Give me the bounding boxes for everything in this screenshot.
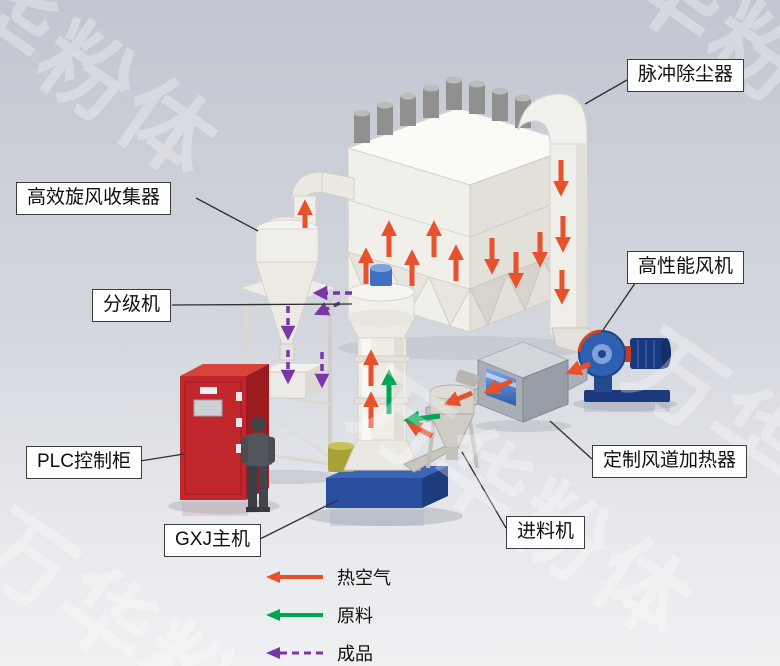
hot-air-arrows	[296, 160, 591, 439]
finished-product-arrow-icon	[266, 647, 323, 659]
legend-item-hot-air: 热空气	[263, 564, 391, 590]
label-feeder: 进料机	[506, 516, 586, 549]
legend: 热空气 原料 成品	[263, 564, 391, 666]
fan-graphic	[551, 327, 671, 402]
legend-label-finished-product: 成品	[337, 644, 373, 664]
feeder-graphic	[403, 369, 479, 473]
leader-lines	[139, 79, 639, 540]
label-main-machine: GXJ主机	[164, 524, 261, 557]
cyclone-graphic	[255, 171, 355, 399]
label-pulse-dust-collector: 脉冲除尘器	[627, 59, 745, 92]
label-cyclone-collector: 高效旋风收集器	[16, 182, 172, 215]
hot-air-arrow-icon	[266, 571, 323, 583]
label-plc-cabinet: PLC控制柜	[26, 446, 142, 479]
label-duct-heater: 定制风道加热器	[592, 445, 748, 478]
legend-item-finished-product: 成品	[263, 640, 391, 666]
classifier-graphic	[347, 264, 415, 327]
legend-label-raw-material: 原料	[337, 606, 373, 626]
legend-label-hot-air: 热空气	[337, 568, 391, 588]
label-fan: 高性能风机	[627, 251, 745, 284]
operator-figure	[241, 416, 275, 512]
raw-material-arrow-icon	[266, 609, 323, 621]
label-classifier: 分级机	[92, 289, 172, 322]
raw-material-arrows	[380, 369, 441, 427]
legend-item-raw-material: 原料	[263, 602, 391, 628]
